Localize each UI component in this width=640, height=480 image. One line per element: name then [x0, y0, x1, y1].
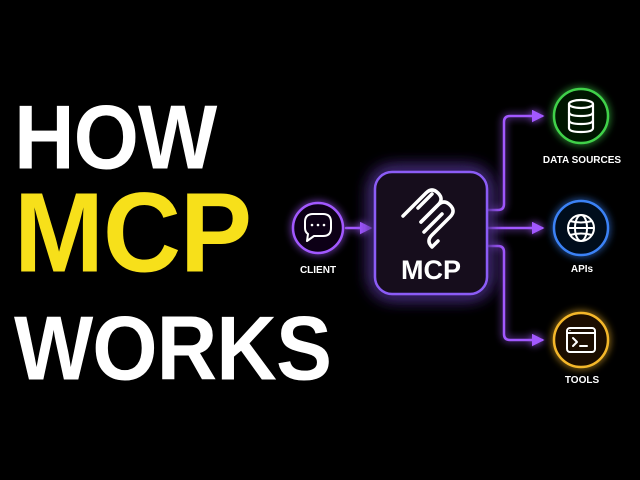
globe-icon [567, 214, 595, 242]
data-sources-label: DATA SOURCES [543, 155, 621, 166]
title-line-how: HOW [14, 86, 217, 189]
connector-arrows [344, 109, 545, 347]
terminal-icon [566, 327, 596, 353]
database-icon [567, 98, 595, 134]
client-label: CLIENT [300, 265, 336, 276]
mcp-hub-node: MCP [373, 170, 489, 296]
apis-node: APIs [552, 199, 610, 275]
mcp-to-tools-arrow [486, 244, 545, 347]
title-line-mcp: MCP [14, 168, 252, 296]
title-line-works: WORKS [14, 297, 332, 400]
chat-bubble-icon [304, 213, 332, 242]
mcp-to-data-sources-arrow [486, 109, 545, 212]
client-node: CLIENT [291, 201, 345, 276]
mcp-hub-label: MCP [401, 255, 461, 285]
mcp-logo-icon [401, 188, 455, 249]
tools-label: TOOLS [565, 375, 600, 386]
apis-label: APIs [571, 264, 594, 275]
data-sources-node: DATA SOURCES [543, 87, 621, 166]
tools-node: TOOLS [552, 311, 610, 386]
